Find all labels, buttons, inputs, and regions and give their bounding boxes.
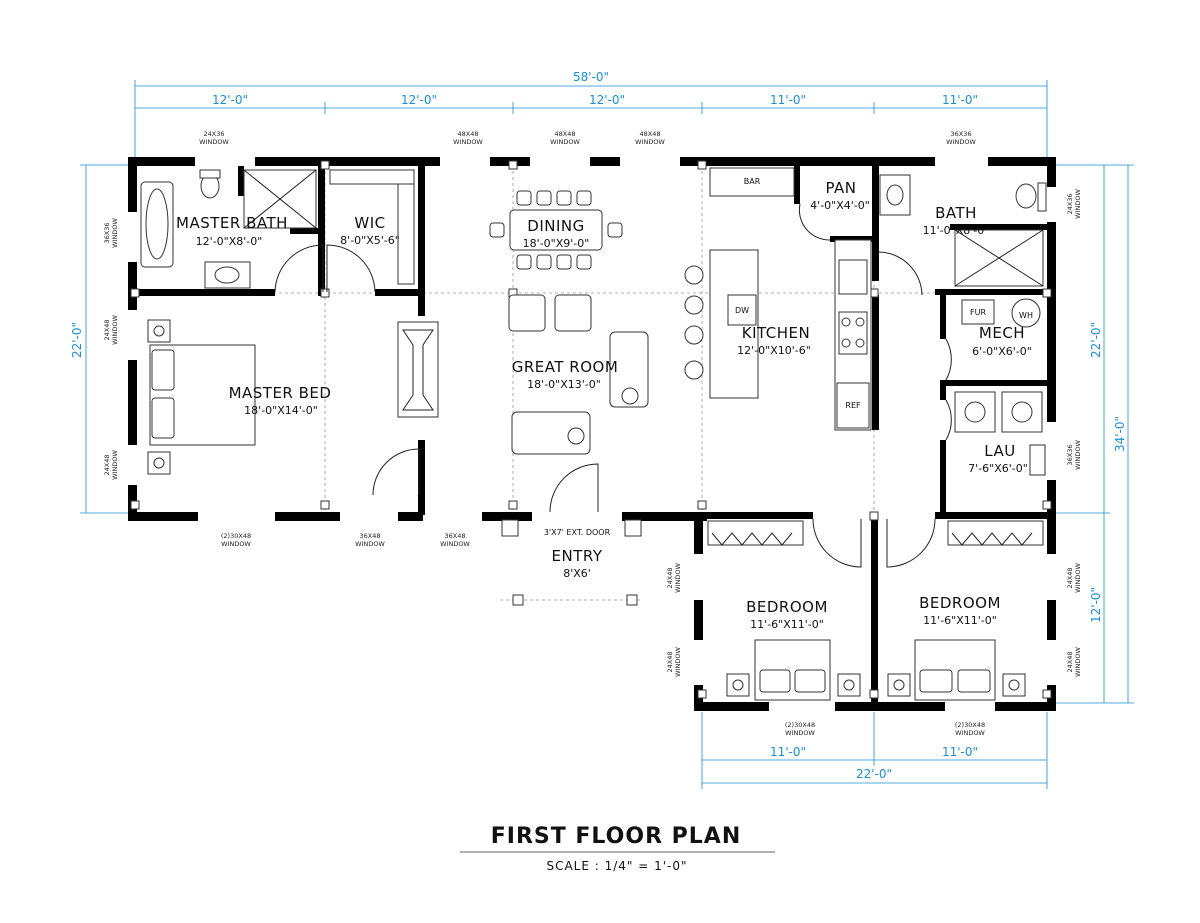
window-label: WINDOW (111, 218, 119, 248)
window-label: 24X36 (1066, 194, 1074, 215)
master-bath-size: 12'-0"X8'-0" (196, 235, 263, 248)
plan-title: FIRST FLOOR PLAN (491, 824, 742, 849)
window-label: 48X48 (458, 130, 479, 138)
master-bed-size: 18'-0"X14'-0" (244, 404, 318, 417)
window-label: WINDOW (955, 729, 985, 737)
window-label: WINDOW (199, 138, 229, 146)
column-markers (130, 160, 1052, 699)
wic-name: WIC (354, 214, 385, 232)
laundry-name: LAU (984, 442, 1015, 460)
window-label: WINDOW (1074, 563, 1082, 593)
window-label: WINDOW (111, 450, 119, 480)
window-label: WINDOW (550, 138, 580, 146)
bar-label: BAR (744, 177, 761, 186)
window-label: WINDOW (453, 138, 483, 146)
top-dimension-3: 12'-0" (589, 93, 625, 107)
mech-name: MECH (979, 324, 1025, 342)
pantry-name: PAN (825, 179, 856, 197)
kitchen-name: KITCHEN (742, 324, 811, 342)
entry-name: ENTRY (552, 547, 603, 565)
bottom-overall-dimension: 22'-0" (856, 767, 892, 781)
window-label: 24X48 (103, 455, 111, 476)
window-label: WINDOW (1074, 647, 1082, 677)
furniture (140, 167, 1047, 701)
dishwasher-label: DW (735, 306, 749, 315)
kitchen-size: 12'-0"X10'-6" (737, 344, 811, 357)
window-label: WINDOW (355, 540, 385, 548)
window-label: WINDOW (1074, 189, 1082, 219)
window-label: WINDOW (111, 315, 119, 345)
right-lower-dimension: 12'-0" (1089, 587, 1103, 623)
refrigerator-label: REF (845, 401, 861, 410)
window-labels: 24X36 WINDOW 48X48 WINDOW 48X48 WINDOW 4… (103, 130, 1082, 737)
bedroom-2-name: BEDROOM (919, 594, 1001, 612)
top-dimension-5: 11'-0" (942, 93, 978, 107)
window-label: WINDOW (946, 138, 976, 146)
entry-size: 8'X6' (563, 567, 591, 580)
window-label: WINDOW (1074, 440, 1082, 470)
window-label: 24X36 (204, 130, 225, 138)
window-label: (2)30X48 (955, 721, 985, 729)
right-upper-dimension: 22'-0" (1089, 322, 1103, 358)
wic-size: 8'-0"X5'-6" (340, 234, 400, 247)
doors (274, 203, 952, 568)
window-label: 36X48 (360, 532, 381, 540)
pantry-size: 4'-0"X4'-0" (810, 199, 870, 212)
window-label: WINDOW (785, 729, 815, 737)
dimension-lines (80, 80, 1134, 789)
window-label: WINDOW (635, 138, 665, 146)
window-label: 24X48 (103, 320, 111, 341)
bottom-dimension-2: 11'-0" (942, 745, 978, 759)
window-label: 36X36 (103, 223, 111, 244)
window-label: WINDOW (674, 563, 682, 593)
window-label: 24X48 (666, 652, 674, 673)
window-label: (2)30X48 (785, 721, 815, 729)
plan-scale: SCALE : 1/4" = 1'-0" (546, 859, 687, 873)
top-dimension-1: 12'-0" (212, 93, 248, 107)
dining-name: DINING (527, 217, 584, 235)
bedroom-2-size: 11'-6"X11'-0" (923, 614, 997, 627)
exterior-walls (128, 157, 1056, 711)
bath-size: 11'-0"X8'-0" (923, 224, 990, 237)
mech-size: 6'-0"X6'-0" (972, 345, 1032, 358)
window-label: (2)30X48 (221, 532, 251, 540)
window-label: 36X36 (951, 130, 972, 138)
window-label: 48X48 (640, 130, 661, 138)
window-label: 24X48 (666, 568, 674, 589)
great-room-name: GREAT ROOM (512, 358, 619, 376)
window-label: WINDOW (440, 540, 470, 548)
interior-walls (137, 166, 1047, 710)
window-label: WINDOW (221, 540, 251, 548)
laundry-size: 7'-6"X6'-0" (968, 462, 1028, 475)
right-overall-dimension: 34'-0" (1113, 416, 1127, 452)
window-label: WINDOW (674, 647, 682, 677)
master-bath-name: MASTER BATH (176, 214, 288, 232)
bedroom-1-name: BEDROOM (746, 598, 828, 616)
left-side-dimension: 22'-0" (70, 322, 84, 358)
dining-size: 18'-0"X9'-0" (523, 237, 590, 250)
bottom-dimension-1: 11'-0" (770, 745, 806, 759)
window-label: 36X48 (445, 532, 466, 540)
overall-top-dimension: 58'-0" (573, 70, 609, 84)
window-label: 48X48 (555, 130, 576, 138)
master-bed-name: MASTER BED (229, 384, 332, 402)
top-dimension-2: 12'-0" (401, 93, 437, 107)
window-label: 24X48 (1066, 568, 1074, 589)
window-label: 24X48 (1066, 652, 1074, 673)
bath-name: BATH (935, 204, 977, 222)
ext-door-label: 3'X7' EXT. DOOR (544, 528, 611, 537)
furnace-label: FUR (970, 308, 986, 317)
window-label: 36X36 (1066, 445, 1074, 466)
top-dimension-4: 11'-0" (770, 93, 806, 107)
bedroom-1-size: 11'-6"X11'-0" (750, 618, 824, 631)
great-room-size: 18'-0"X13'-0" (527, 378, 601, 391)
water-heater-label: WH (1019, 311, 1033, 320)
